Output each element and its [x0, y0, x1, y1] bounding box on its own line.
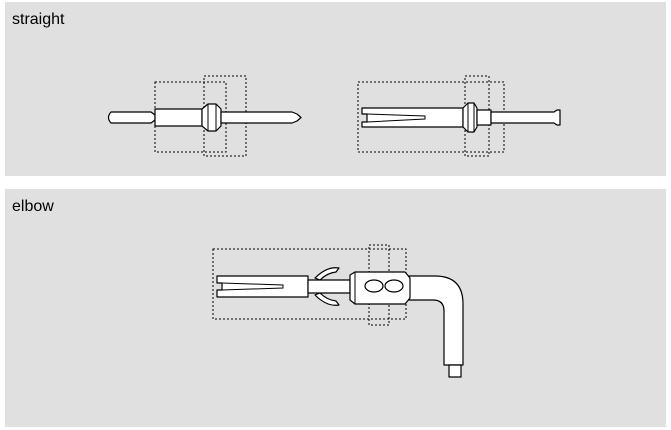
elbow-contact [212, 244, 464, 378]
crimp-hole-right [384, 279, 404, 293]
straight-label: straight [12, 11, 65, 28]
elbow-contact-drawing [212, 244, 464, 378]
elbow-section: elbow [5, 189, 666, 427]
elbow-label: elbow [12, 198, 54, 215]
crimp-hole-left [364, 279, 384, 293]
straight-contacts-drawing [107, 75, 561, 157]
socket-contact [357, 75, 561, 157]
straight-section: straight [5, 2, 666, 176]
pin-contact [107, 75, 302, 157]
